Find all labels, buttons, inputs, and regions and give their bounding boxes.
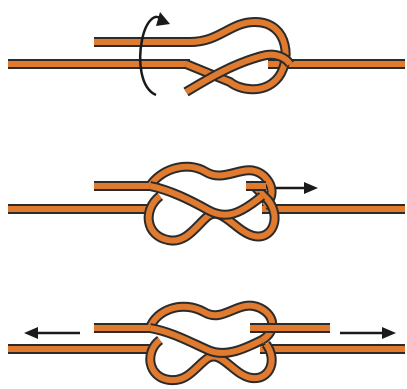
step-1-loop — [8, 12, 405, 95]
step-3-tight-knot — [8, 306, 405, 381]
left-arrow-icon — [24, 327, 80, 339]
right-arrow-icon-step-3 — [340, 327, 396, 339]
step-2-crossing-strand — [150, 186, 262, 215]
step-2-knot — [8, 167, 405, 241]
rotation-arrow-icon — [140, 12, 170, 95]
step-3-crossing-strand — [150, 328, 262, 353]
right-arrow-icon — [276, 182, 318, 194]
